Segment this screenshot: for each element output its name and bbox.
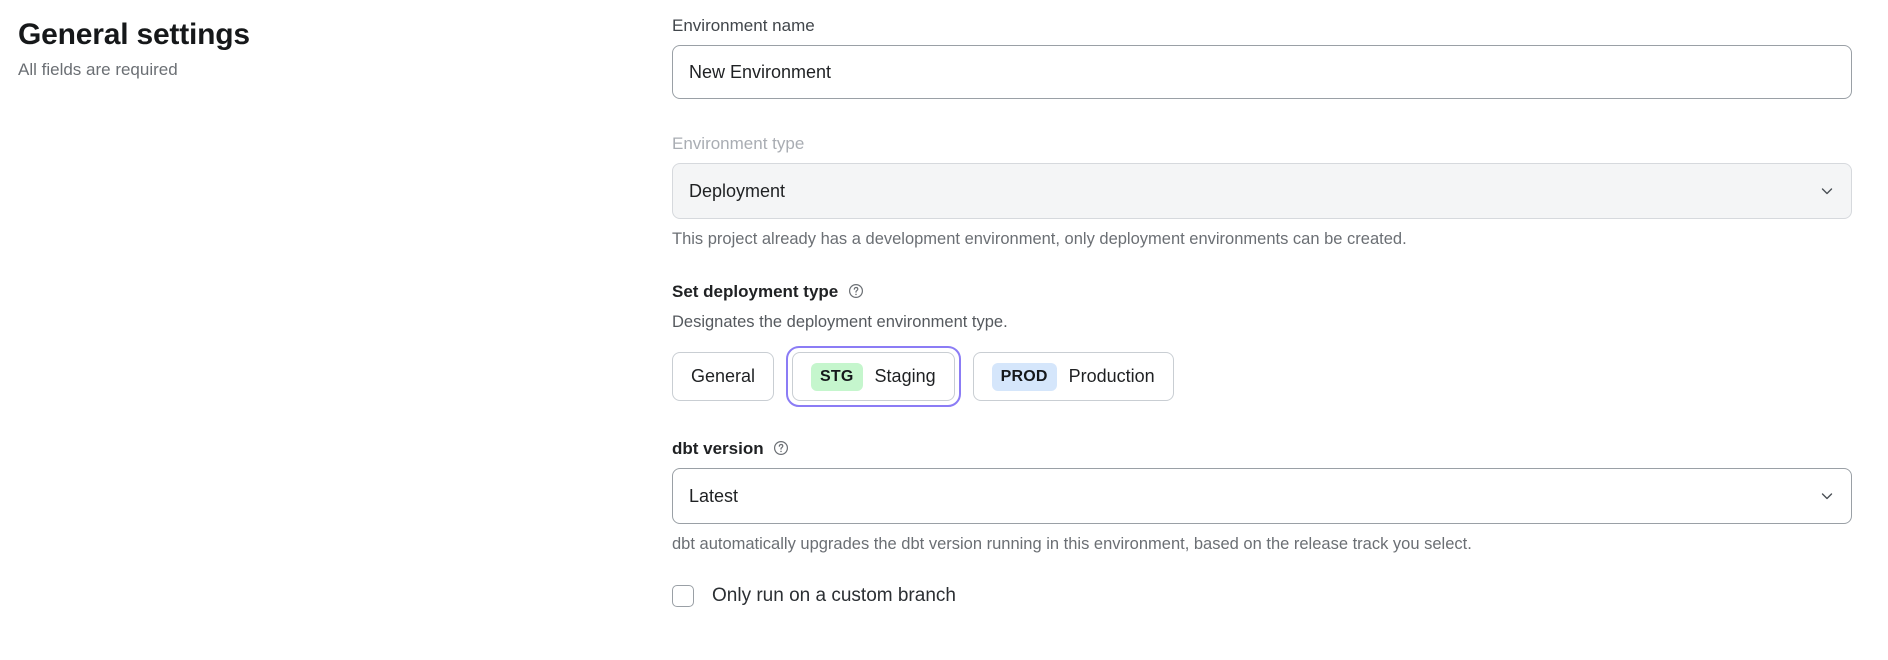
production-badge: PROD — [991, 362, 1057, 391]
environment-type-value: Deployment — [689, 180, 786, 201]
environment-name-label: Environment name — [672, 16, 815, 35]
question-circle-icon[interactable] — [848, 283, 864, 299]
chevron-down-icon — [1819, 183, 1835, 199]
deployment-type-label: Set deployment type — [672, 280, 1852, 304]
dbt-version-value: Latest — [689, 485, 739, 506]
deployment-type-option-production-wrap: PROD Production — [972, 352, 1174, 401]
environment-type-select[interactable]: Deployment — [672, 163, 1852, 219]
dbt-version-help-text: dbt automatically upgrades the dbt versi… — [672, 535, 1472, 553]
custom-branch-field-group: Only run on a custom branch — [672, 585, 1852, 607]
staging-badge: STG — [811, 362, 863, 391]
page-subtitle: All fields are required — [18, 60, 178, 79]
deployment-type-option-staging[interactable]: STG Staging — [792, 352, 955, 401]
custom-branch-checkbox[interactable] — [672, 585, 694, 607]
deployment-type-field-group: Set deployment type Designates the deplo… — [672, 280, 1852, 407]
deployment-type-option-production[interactable]: PROD Production — [972, 352, 1174, 401]
deployment-type-label-text: Set deployment type — [672, 282, 839, 301]
page-title: General settings — [18, 18, 250, 51]
deployment-type-option-production-label: Production — [1068, 366, 1155, 386]
deployment-type-option-staging-wrap: STG Staging — [786, 346, 961, 407]
deployment-type-description: Designates the deployment environment ty… — [672, 313, 1008, 331]
environment-type-field-group: Environment type Deployment This project… — [672, 132, 1852, 250]
deployment-type-option-general-label: General — [691, 366, 756, 386]
chevron-down-icon — [1819, 488, 1835, 504]
question-circle-icon[interactable] — [773, 440, 789, 456]
dbt-version-label: dbt version — [672, 437, 1852, 461]
dbt-version-field-group: dbt version Latest dbt automatica — [672, 437, 1852, 555]
deployment-type-option-general-wrap: General — [672, 352, 775, 401]
settings-header: General settings All fields are required — [18, 16, 578, 82]
environment-type-label: Environment type — [672, 134, 805, 153]
environment-type-help-text: This project already has a development e… — [672, 230, 1407, 248]
settings-form: Environment name Environment type Deploy… — [672, 14, 1852, 607]
custom-branch-label[interactable]: Only run on a custom branch — [712, 585, 956, 606]
deployment-type-option-staging-label: Staging — [874, 366, 936, 386]
environment-name-field-group: Environment name — [672, 14, 1852, 99]
deployment-type-options: General STG Staging PROD Production — [672, 346, 1852, 407]
environment-name-input[interactable] — [672, 45, 1852, 99]
dbt-version-select[interactable]: Latest — [672, 468, 1852, 524]
dbt-version-label-text: dbt version — [672, 439, 764, 458]
deployment-type-option-general[interactable]: General — [672, 352, 775, 401]
